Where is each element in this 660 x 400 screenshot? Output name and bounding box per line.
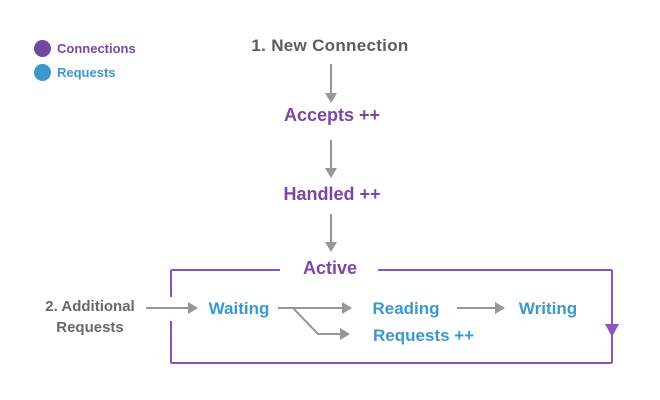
node-active-group-label: Active (302, 258, 358, 278)
arrow-accepts-to-handled (325, 140, 337, 178)
node-reading: Reading (372, 299, 440, 318)
legend-item-connections: Connections (34, 39, 136, 57)
legend: Connections Requests (34, 39, 136, 87)
node-handled: Handled ++ (283, 184, 381, 204)
node-new-connection: 1. New Connection (251, 36, 409, 55)
legend-item-requests: Requests (34, 63, 136, 81)
arrow-title-to-accepts (325, 64, 337, 103)
node-additional-requests: 2. Additional Requests (45, 298, 135, 336)
arrow-reading-to-writing (457, 302, 505, 314)
arrow-waiting-to-requests (292, 307, 350, 340)
arrow-right-border-down (605, 324, 619, 337)
node-waiting: Waiting (208, 299, 270, 318)
node-requests-increment: Requests ++ (373, 326, 475, 345)
arrow-waiting-to-reading (278, 302, 352, 314)
arrow-additional-to-waiting (146, 302, 198, 314)
connections-dot-icon (34, 39, 51, 57)
requests-dot-icon (34, 63, 51, 81)
node-accepts: Accepts ++ (283, 105, 381, 125)
legend-connections-label: Connections (57, 40, 136, 56)
legend-requests-label: Requests (57, 64, 116, 80)
node-writing: Writing (518, 299, 578, 318)
active-group-border (170, 269, 613, 364)
arrow-handled-to-active (325, 214, 337, 252)
